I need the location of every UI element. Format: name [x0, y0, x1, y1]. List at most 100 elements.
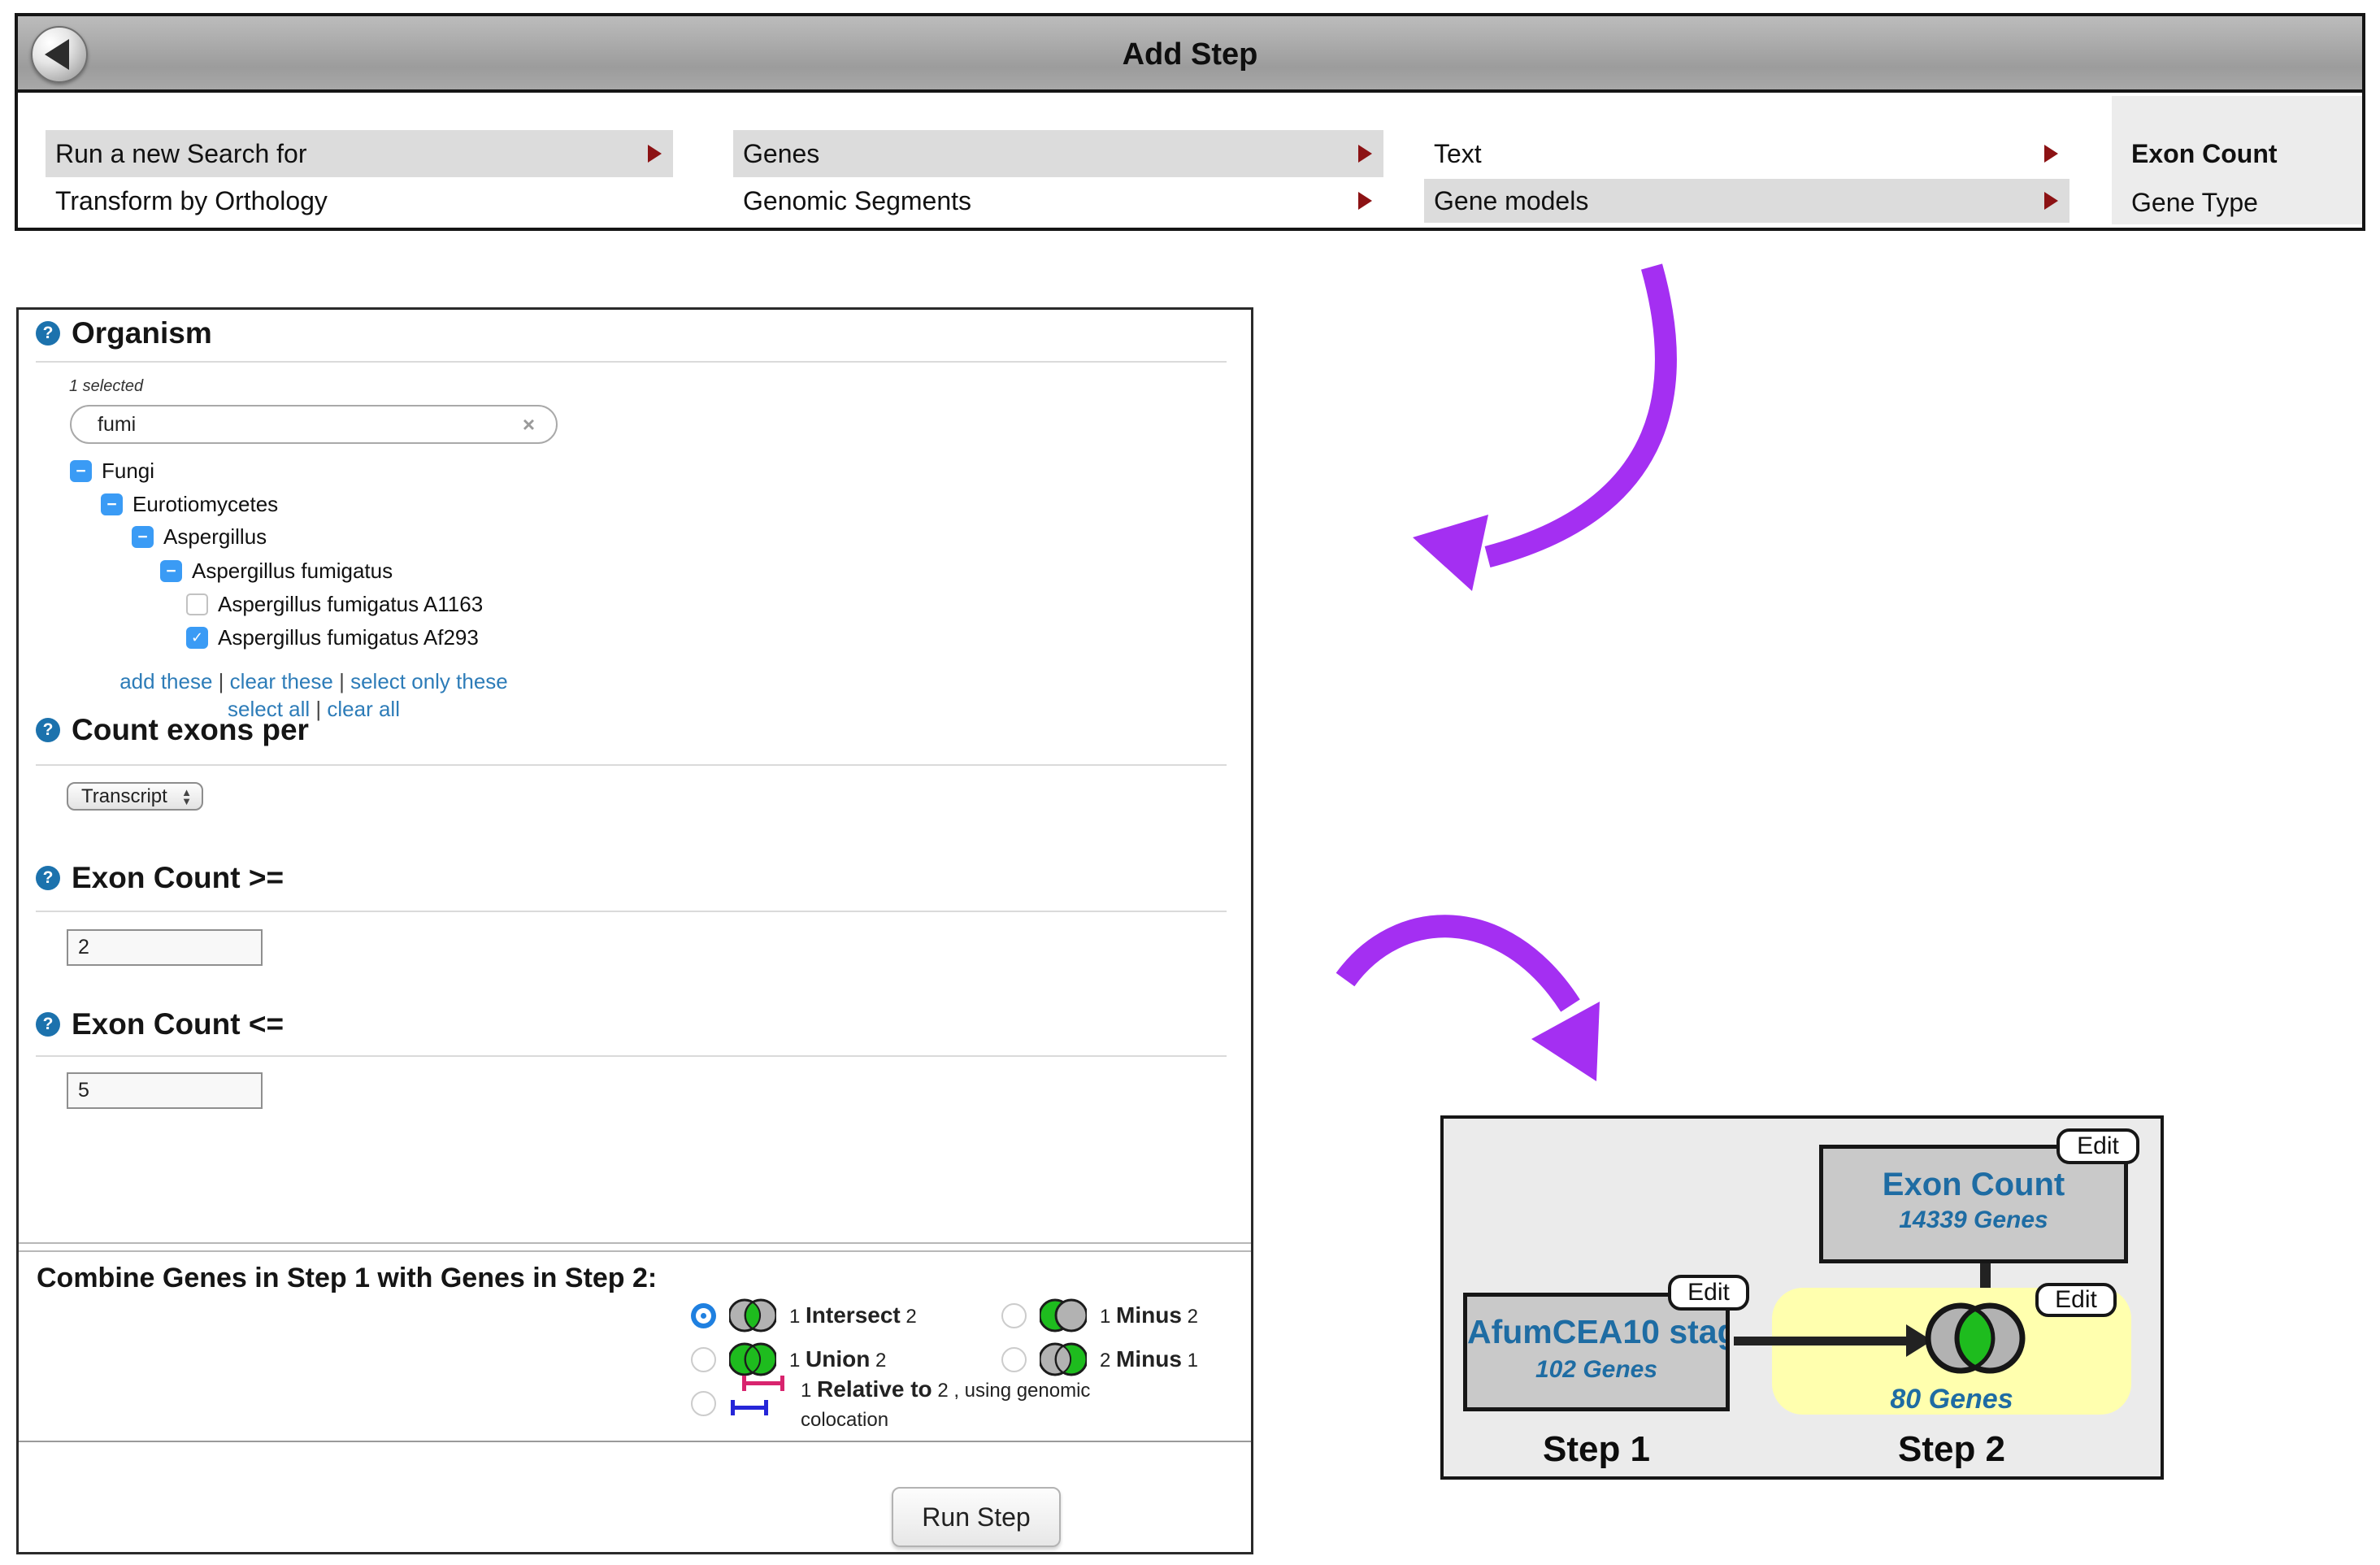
tree-item-eurotiomycetes[interactable]: − Eurotiomycetes — [101, 492, 278, 517]
menu-item-label: Transform by Orthology — [55, 186, 328, 215]
radio-unselected-icon[interactable] — [691, 1346, 716, 1372]
checkbox-indeterminate-icon[interactable]: − — [70, 460, 92, 482]
tree-item-label: Aspergillus fumigatus — [192, 559, 393, 583]
venn-left-minus-icon — [1040, 1298, 1087, 1332]
section-heading: Exon Count <= — [72, 1007, 284, 1041]
combine-option-union[interactable]: 1 Union 2 — [691, 1341, 886, 1378]
combine-option-1-minus-2[interactable]: 1 Minus 2 — [1001, 1297, 1198, 1334]
tree-links-row2: select all | clear all — [70, 697, 558, 722]
combine-option-label: 1 Intersect 2 — [789, 1302, 917, 1328]
add-these-link[interactable]: add these — [119, 669, 213, 693]
exon-min-heading-row: ? Exon Count >= — [36, 861, 284, 895]
help-icon[interactable]: ? — [36, 321, 60, 346]
menu-body: Run a new Search for Transform by Orthol… — [18, 93, 2362, 224]
radio-selected-icon[interactable] — [691, 1302, 716, 1328]
combine-heading: Combine Genes in Step 1 with Genes in St… — [37, 1263, 658, 1293]
combine-option-colocation[interactable] — [691, 1391, 716, 1416]
menu-item-exon-count[interactable]: Exon Count — [2131, 139, 2278, 168]
clear-these-link[interactable]: clear these — [229, 669, 333, 693]
organism-search-input[interactable] — [98, 412, 488, 437]
organism-heading-row: ? Organism — [36, 316, 212, 350]
strategy-diagram: Exon Count 14339 Genes Edit AfumCEA10 st… — [1440, 1115, 2164, 1480]
help-icon[interactable]: ? — [36, 718, 60, 742]
edit-step1-button[interactable]: Edit — [1668, 1275, 1749, 1311]
tree-item-label: Aspergillus — [163, 524, 267, 549]
menu-item-text[interactable]: Text — [1424, 130, 2069, 177]
count-exons-per-select[interactable]: Transcript ▲ ▼ — [67, 782, 203, 811]
section-heading: Count exons per — [72, 713, 309, 746]
menu-item-gene-models[interactable]: Gene models — [1424, 179, 2069, 223]
tree-item-af293[interactable]: ✓ Aspergillus fumigatus Af293 — [186, 625, 479, 650]
select-only-these-link[interactable]: select only these — [350, 669, 508, 693]
help-icon[interactable]: ? — [36, 866, 60, 890]
radio-unselected-icon[interactable] — [1001, 1302, 1027, 1328]
section-divider — [36, 1055, 1227, 1057]
step2-search-box[interactable]: Exon Count 14339 Genes — [1819, 1145, 2128, 1263]
section-divider — [36, 911, 1227, 912]
section-heading: Organism — [72, 316, 212, 350]
menu-item-gene-type[interactable]: Gene Type — [2131, 188, 2258, 217]
menu-item-run-new-search[interactable]: Run a new Search for — [46, 130, 673, 177]
venn-right-minus-icon — [1040, 1342, 1087, 1376]
clear-all-link[interactable]: clear all — [327, 697, 400, 721]
tree-item-aspergillus[interactable]: − Aspergillus — [132, 524, 267, 550]
organism-search-box[interactable]: × — [70, 405, 558, 444]
exon-count-form-panel: ? Organism 1 selected × − Fungi − Euroti… — [16, 307, 1253, 1554]
menu-item-label: Text — [1434, 139, 1482, 168]
checkbox-indeterminate-icon[interactable]: − — [101, 493, 123, 515]
menu-item-label: Genomic Segments — [743, 186, 972, 215]
menu-item-transform-by-orthology[interactable]: Transform by Orthology — [46, 179, 673, 223]
exon-count-min-input[interactable] — [67, 929, 263, 966]
section-heading: Exon Count >= — [72, 861, 284, 894]
tree-item-label: Fungi — [102, 459, 155, 483]
menu-item-label: Gene models — [1434, 186, 1589, 215]
menu-item-genes[interactable]: Genes — [733, 130, 1383, 177]
radio-unselected-icon[interactable] — [691, 1391, 716, 1416]
up-triangle-icon: ▲ — [181, 785, 192, 798]
tree-item-label: Aspergillus fumigatus Af293 — [218, 625, 479, 650]
combine-option-intersect[interactable]: 1 Intersect 2 — [691, 1297, 917, 1334]
select-all-link[interactable]: select all — [228, 697, 311, 721]
step1-search-count: 102 Genes — [1535, 1356, 1658, 1383]
right-arrow-stem — [1734, 1337, 1908, 1345]
step1-search-box[interactable]: AfumCEA10 stag 102 Genes — [1463, 1293, 1730, 1411]
combine-venn-icon[interactable] — [1914, 1293, 2036, 1383]
back-button[interactable] — [31, 26, 88, 83]
tree-item-a1163[interactable]: Aspergillus fumigatus A1163 — [186, 592, 483, 617]
combine-option-2-minus-1[interactable]: 2 Minus 1 — [1001, 1341, 1198, 1378]
help-icon[interactable]: ? — [36, 1012, 60, 1037]
section-divider — [36, 361, 1227, 363]
link-separator: | — [339, 669, 345, 693]
purple-arrow-to-diagram-icon — [1335, 915, 1600, 1081]
count-exons-heading-row: ? Count exons per — [36, 713, 309, 747]
exon-count-max-input[interactable] — [67, 1072, 263, 1109]
menu-item-label: Genes — [743, 139, 820, 168]
link-separator: | — [218, 669, 224, 693]
down-triangle-icon: ▼ — [181, 794, 192, 807]
clear-search-icon[interactable]: × — [522, 411, 535, 437]
edit-step2-search-button[interactable]: Edit — [2056, 1128, 2139, 1164]
checkbox-unchecked-icon[interactable] — [186, 593, 208, 615]
purple-arrow-to-form-icon — [1413, 263, 1677, 591]
checkbox-indeterminate-icon[interactable]: − — [132, 526, 154, 548]
radio-unselected-icon[interactable] — [1001, 1346, 1027, 1372]
step2-result-count: 80 Genes — [1890, 1384, 2013, 1415]
edit-step2-combine-button[interactable]: Edit — [2035, 1283, 2117, 1317]
step1-search-title: AfumCEA10 stag — [1467, 1313, 1730, 1350]
combine-option-label: 1 Union 2 — [789, 1346, 887, 1372]
run-step-button[interactable]: Run Step — [892, 1487, 1061, 1547]
submenu-arrow-icon — [2044, 145, 2058, 163]
menu-item-genomic-segments[interactable]: Genomic Segments — [733, 179, 1383, 223]
menu-item-label: Run a new Search for — [55, 139, 307, 168]
checkbox-checked-icon[interactable]: ✓ — [186, 627, 208, 649]
venn-union-icon — [729, 1342, 776, 1376]
checkbox-indeterminate-icon[interactable]: − — [160, 560, 182, 582]
combine-option-label: 1 Relative to 2 , using genomic — [801, 1376, 1091, 1402]
section-divider — [36, 764, 1227, 766]
page-title: Add Step — [1122, 37, 1258, 72]
step2-label: Step 2 — [1897, 1429, 2006, 1469]
tree-item-fungi[interactable]: − Fungi — [70, 459, 154, 484]
submenu-arrow-icon — [1358, 145, 1372, 163]
submenu-arrow-icon — [1358, 192, 1372, 210]
tree-item-aspergillus-fumigatus[interactable]: − Aspergillus fumigatus — [160, 559, 393, 584]
